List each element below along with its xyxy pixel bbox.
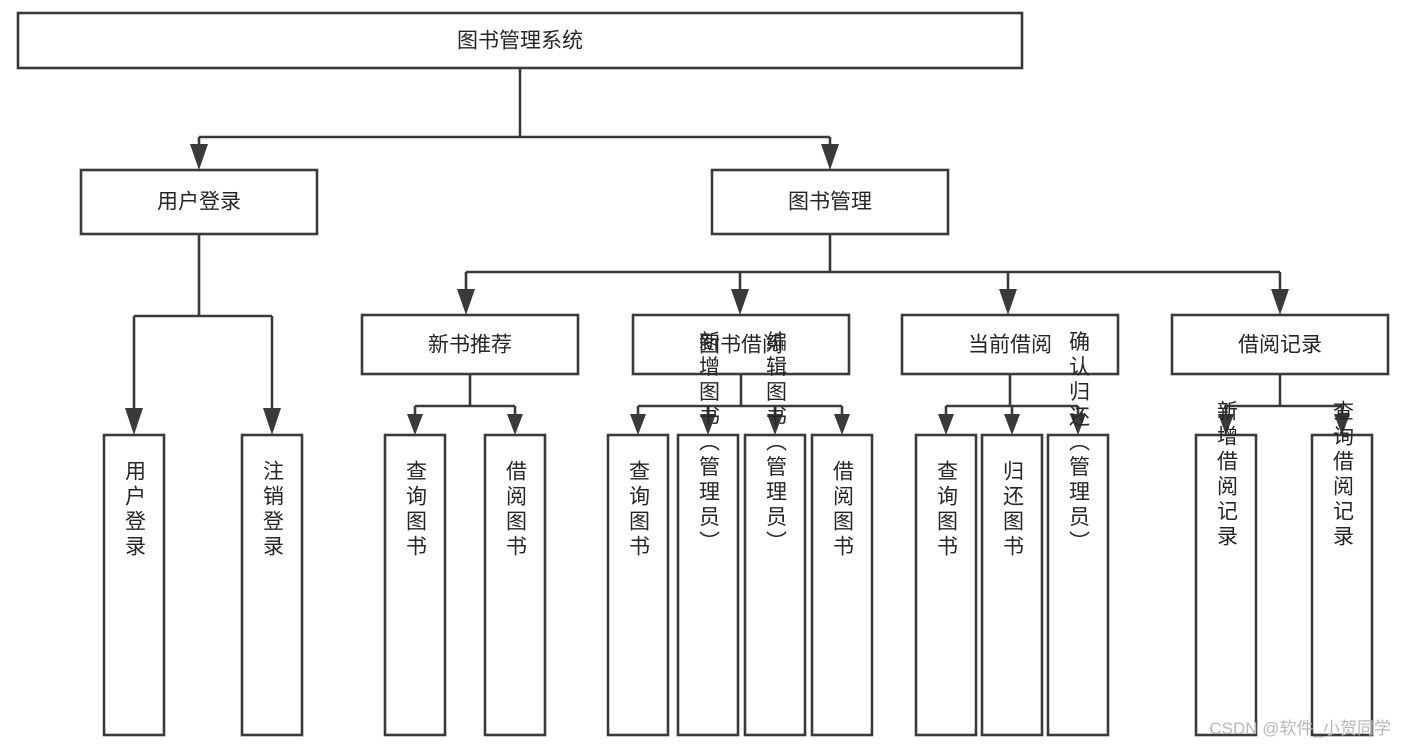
node-leaf-borrow-book-a-label: 借阅图书	[504, 460, 528, 560]
arrow-head-leaf-user-login	[125, 408, 143, 435]
node-user-login-box[interactable]	[79, 168, 319, 236]
node-leaf-confirm-return[interactable]: 确认归还（管理员）	[1046, 331, 1110, 737]
arrow-head-leaf-return-book	[1004, 414, 1020, 435]
node-leaf-user-login-box[interactable]	[102, 433, 166, 737]
node-leaf-add-book-label: 新增图书（管理员）	[697, 331, 721, 556]
node-leaf-logout[interactable]: 注销登录	[240, 433, 304, 737]
node-borrow-record-label: 借阅记录	[1238, 334, 1322, 357]
node-leaf-logout-box[interactable]	[240, 433, 304, 737]
node-current-borrow-box[interactable]	[900, 313, 1120, 376]
node-book-borrow-label: 图书借阅	[699, 334, 783, 357]
arrow-head-new-book-rec	[457, 289, 475, 315]
node-leaf-borrow-book-a[interactable]: 借阅图书	[483, 433, 547, 737]
node-root-label: 图书管理系统	[457, 30, 583, 53]
node-leaf-query-book-a-label: 查询图书	[404, 460, 428, 560]
node-new-book-rec-box[interactable]	[360, 313, 580, 376]
node-leaf-edit-book-label: 编辑图书（管理员）	[764, 331, 788, 556]
arrow-head-book-borrow	[731, 289, 749, 315]
node-leaf-query-book-b[interactable]: 查询图书	[606, 433, 670, 737]
node-book-manage-label: 图书管理	[788, 191, 872, 214]
node-new-book-rec-label: 新书推荐	[428, 334, 512, 357]
node-user-login[interactable]: 用户登录	[79, 168, 319, 236]
node-leaf-borrow-book-a-box[interactable]	[483, 433, 547, 737]
arrow-head-leaf-add-record	[1218, 414, 1234, 435]
node-leaf-add-record-label: 新增借阅记录	[1215, 400, 1239, 550]
arrow-head-leaf-edit-book	[767, 414, 783, 435]
node-leaf-add-record[interactable]: 新增借阅记录	[1194, 400, 1258, 737]
arrow-head-leaf-query-record	[1334, 414, 1350, 435]
node-leaf-edit-book-box[interactable]	[743, 433, 807, 737]
node-leaf-borrow-book-b-label: 借阅图书	[831, 460, 855, 560]
node-leaf-confirm-return-label: 确认归还（管理员）	[1067, 331, 1091, 556]
arrow-head-borrow-record	[1271, 289, 1289, 315]
arrow-head-leaf-borrow-book-b	[834, 414, 850, 435]
node-leaf-query-book-a[interactable]: 查询图书	[383, 433, 447, 737]
arrow-head-leaf-query-book-c	[938, 414, 954, 435]
node-borrow-record[interactable]: 借阅记录	[1170, 313, 1390, 376]
node-book-borrow[interactable]: 图书借阅	[631, 313, 851, 376]
node-leaf-return-book[interactable]: 归还图书	[980, 433, 1044, 737]
node-book-borrow-box[interactable]	[631, 313, 851, 376]
node-leaf-return-book-box[interactable]	[980, 433, 1044, 737]
node-leaf-confirm-return-box[interactable]	[1046, 433, 1110, 737]
node-borrow-record-box[interactable]	[1170, 313, 1390, 376]
arrow-head-leaf-logout	[263, 408, 281, 435]
arrow-head-leaf-query-book-b	[630, 414, 646, 435]
node-new-book-rec[interactable]: 新书推荐	[360, 313, 580, 376]
node-leaf-borrow-book-b-box[interactable]	[810, 433, 874, 737]
arrow-head-current-borrow	[999, 289, 1017, 315]
node-current-borrow[interactable]: 当前借阅	[900, 313, 1120, 376]
arrow-head-leaf-borrow-book-a	[507, 414, 523, 435]
node-leaf-query-record-box[interactable]	[1310, 433, 1374, 737]
connector-layer	[125, 68, 1350, 435]
node-layer: 图书管理系统 用户登录 图书管理 新书推荐 图书借阅	[16, 11, 1390, 737]
node-leaf-user-login[interactable]: 用户登录	[102, 433, 166, 737]
node-leaf-return-book-label: 归还图书	[1001, 460, 1025, 560]
node-leaf-query-book-c[interactable]: 查询图书	[914, 433, 978, 737]
node-current-borrow-label: 当前借阅	[968, 334, 1052, 357]
node-leaf-user-login-label: 用户登录	[123, 460, 147, 560]
node-leaf-query-book-b-label: 查询图书	[627, 460, 651, 560]
node-book-manage-box[interactable]	[710, 168, 950, 236]
arrow-head-leaf-add-book	[700, 414, 716, 435]
node-user-login-label: 用户登录	[157, 191, 241, 214]
node-root[interactable]: 图书管理系统	[16, 11, 1024, 70]
arrow-head-leaf-query-book-a	[407, 414, 423, 435]
node-leaf-borrow-book-b[interactable]: 借阅图书	[810, 433, 874, 737]
node-leaf-query-book-b-box[interactable]	[606, 433, 670, 737]
node-book-manage[interactable]: 图书管理	[710, 168, 950, 236]
arrow-head-leaf-confirm-return	[1070, 414, 1086, 435]
node-leaf-add-record-box[interactable]	[1194, 433, 1258, 737]
node-leaf-query-record[interactable]: 查询借阅记录	[1310, 400, 1374, 737]
node-leaf-add-book[interactable]: 新增图书（管理员）	[676, 331, 740, 737]
arrow-head-user-login	[190, 144, 208, 170]
node-leaf-query-book-c-label: 查询图书	[935, 460, 959, 560]
node-root-box[interactable]	[16, 11, 1024, 70]
node-leaf-query-book-a-box[interactable]	[383, 433, 447, 737]
node-leaf-query-book-c-box[interactable]	[914, 433, 978, 737]
arrow-head-book-manage	[821, 144, 839, 170]
csdn-watermark: CSDN @软件_小贺同学	[1209, 719, 1391, 738]
node-leaf-query-record-label: 查询借阅记录	[1331, 400, 1355, 550]
node-leaf-edit-book[interactable]: 编辑图书（管理员）	[743, 331, 807, 737]
node-leaf-add-book-box[interactable]	[676, 433, 740, 737]
node-leaf-logout-label: 注销登录	[261, 460, 285, 560]
